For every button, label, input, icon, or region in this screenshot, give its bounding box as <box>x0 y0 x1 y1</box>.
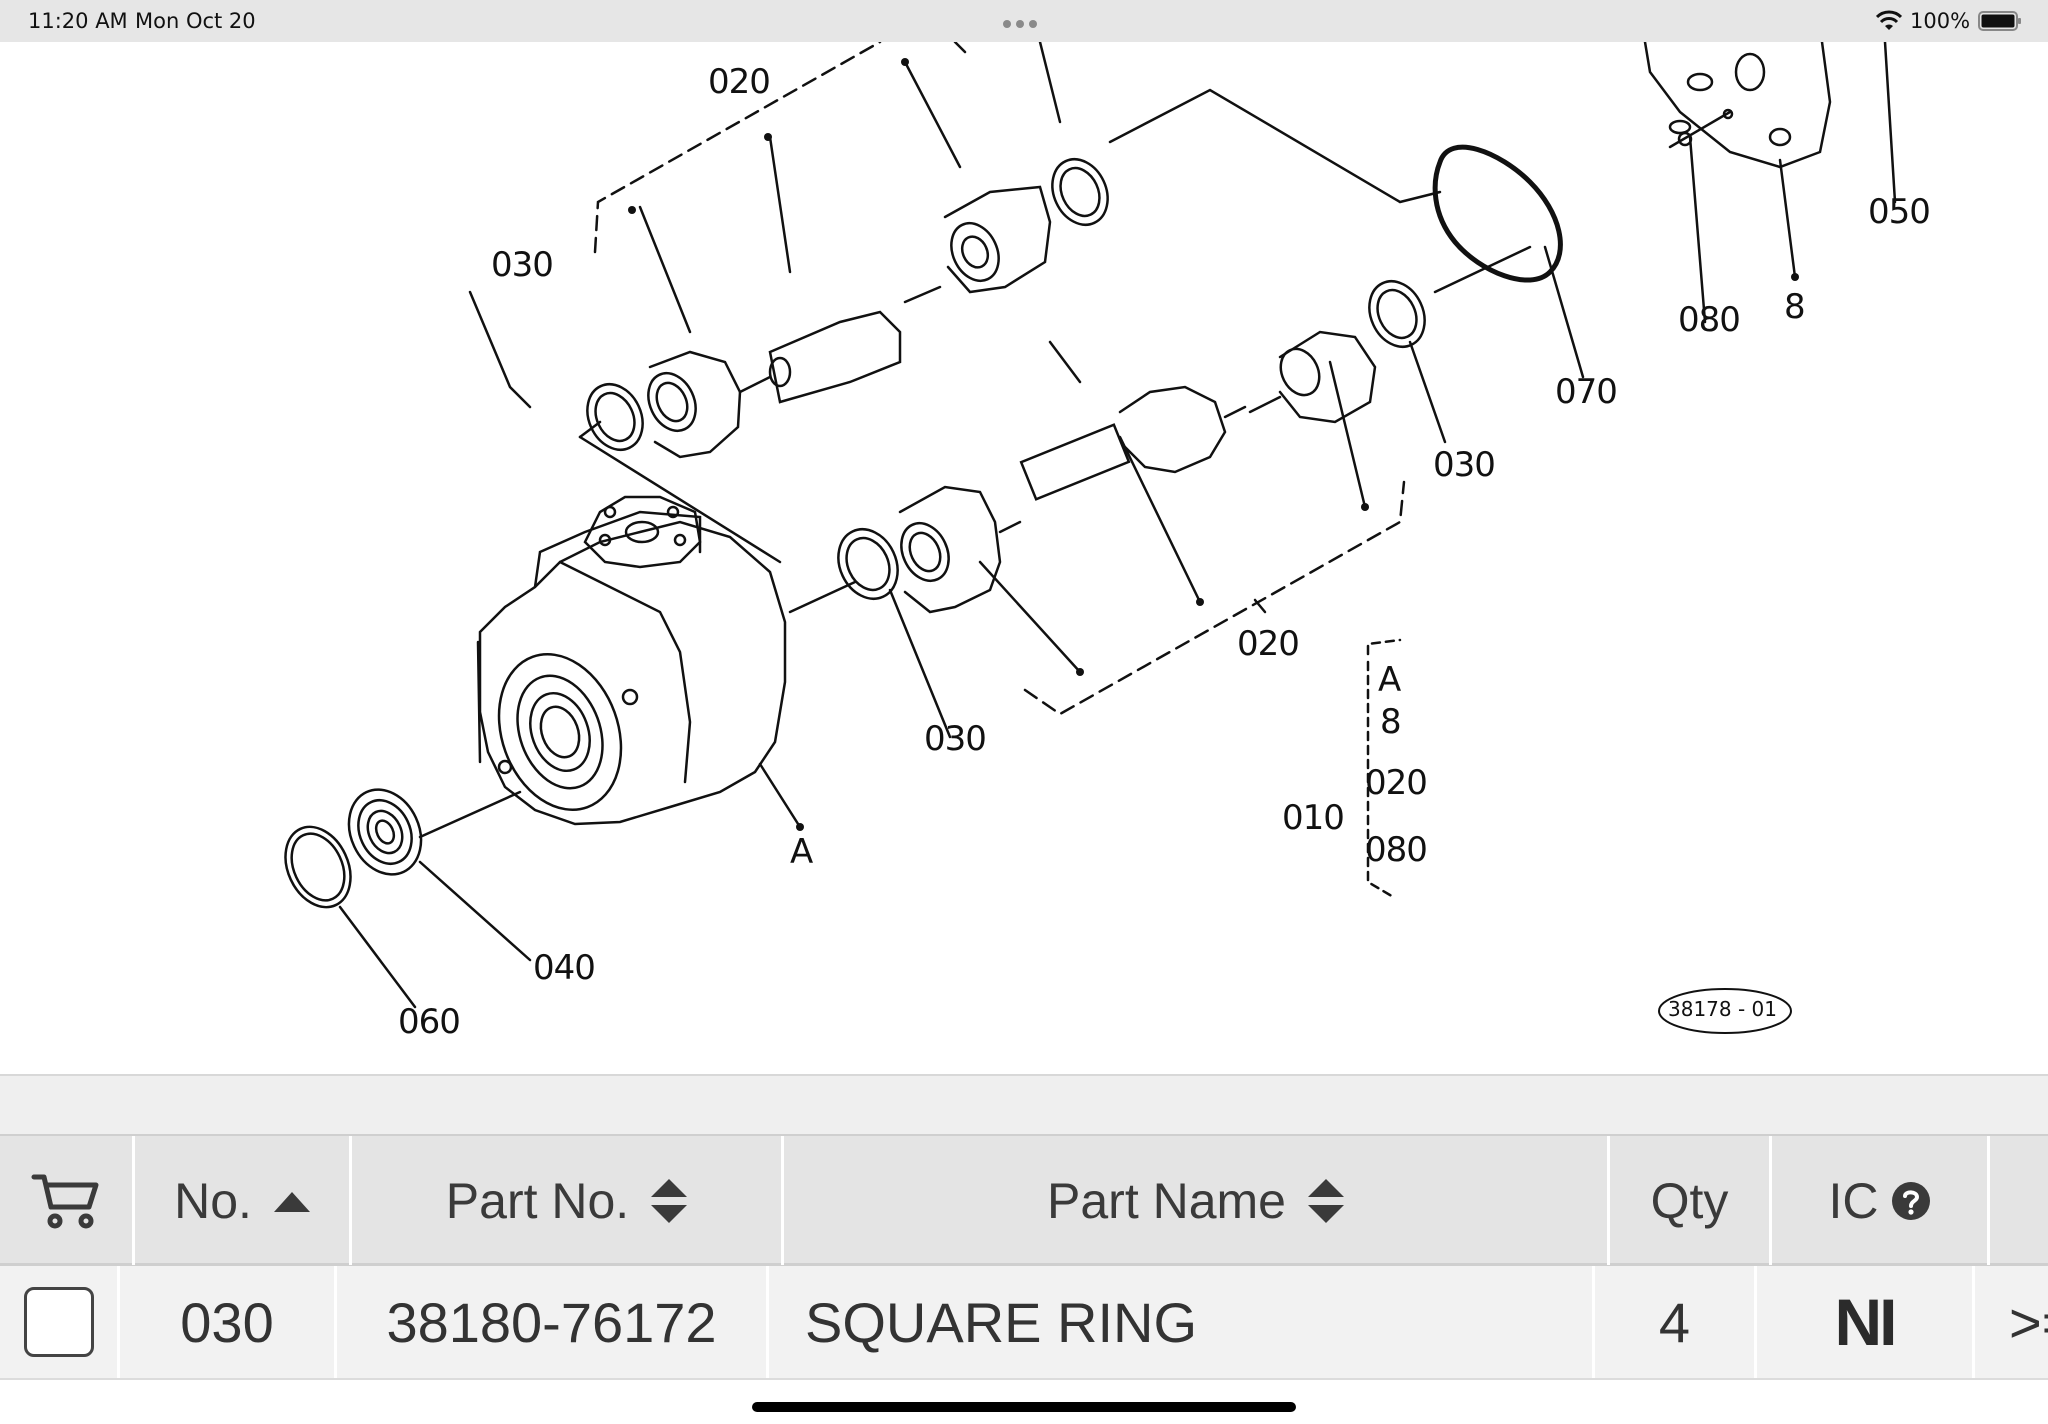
column-part-no[interactable]: Part No. <box>352 1136 784 1265</box>
callout-060[interactable]: 060 <box>398 1002 461 1042</box>
cell-part-no: 38180-76172 <box>337 1266 769 1378</box>
column-cart <box>0 1136 135 1265</box>
parts-table-header: No. Part No. Part Name Qty IC <box>0 1134 2048 1266</box>
column-qty: Qty <box>1610 1136 1772 1265</box>
callout-030-right[interactable]: 030 <box>1433 445 1496 485</box>
column-no-label: No. <box>174 1172 252 1229</box>
wifi-icon <box>1876 10 1902 30</box>
column-part-no-label: Part No. <box>445 1172 630 1229</box>
callout-040[interactable]: 040 <box>533 948 596 988</box>
column-ic: IC <box>1772 1136 1990 1265</box>
column-part-name[interactable]: Part Name <box>784 1136 1610 1265</box>
callout-020-group[interactable]: 020 <box>1365 763 1428 803</box>
cell-no: 030 <box>120 1266 337 1378</box>
callout-8-upper[interactable]: 8 <box>1784 287 1806 327</box>
home-indicator[interactable] <box>752 1402 1296 1412</box>
parts-drawing <box>284 42 1897 1034</box>
shopping-cart-icon <box>31 1174 99 1228</box>
callout-080-group[interactable]: 080 <box>1365 830 1428 870</box>
row-qty: 4 <box>1658 1290 1691 1354</box>
status-time: 11:20 AM <box>28 9 128 33</box>
battery-icon <box>1978 11 2021 31</box>
cell-ic: NI <box>1757 1266 1975 1378</box>
cell-qty: 4 <box>1595 1266 1757 1378</box>
column-no[interactable]: No. <box>135 1136 352 1265</box>
help-icon[interactable] <box>1891 1181 1931 1221</box>
callout-080-upper[interactable]: 080 <box>1678 300 1741 340</box>
row-no: 030 <box>180 1290 274 1354</box>
callout-8-group[interactable]: 8 <box>1380 702 1402 742</box>
callout-020-lower[interactable]: 020 <box>1237 624 1300 664</box>
image-code: 38178 - 01 <box>1668 997 1778 1021</box>
callout-A-group[interactable]: A <box>1378 660 1401 700</box>
callout-010[interactable]: 010 <box>1282 798 1345 838</box>
callout-030-lower[interactable]: 030 <box>924 719 987 759</box>
row-ic: NI <box>1834 1285 1898 1359</box>
battery-percent: 100% <box>1910 9 1971 33</box>
status-bar: 11:20 AM Mon Oct 20 100% <box>0 0 2048 42</box>
parts-diagram[interactable]: 020 030 050 080 8 070 030 020 030 A 8 02… <box>0 42 2048 1076</box>
cell-part-name: SQUARE RING <box>769 1266 1595 1378</box>
sort-icon[interactable] <box>651 1178 688 1223</box>
table-row[interactable]: 030 38180-76172 SQUARE RING 4 NI >= <box>0 1266 2048 1380</box>
callout-A-body[interactable]: A <box>790 832 813 872</box>
cell-more[interactable]: >= <box>1975 1266 2048 1378</box>
cell-checkbox <box>0 1266 120 1378</box>
callout-020-upper[interactable]: 020 <box>708 62 771 102</box>
row-part-no: 38180-76172 <box>386 1290 717 1354</box>
column-ic-label: IC <box>1828 1172 1879 1229</box>
sort-icon[interactable] <box>1307 1178 1344 1223</box>
callout-050[interactable]: 050 <box>1868 192 1931 232</box>
row-part-name: SQUARE RING <box>805 1290 1198 1354</box>
callout-030-upper-left[interactable]: 030 <box>491 245 554 285</box>
multitasking-dots-icon[interactable] <box>1003 15 1045 28</box>
column-qty-label: Qty <box>1650 1172 1729 1229</box>
status-date: Mon Oct 20 <box>135 9 256 33</box>
sort-ascending-icon[interactable] <box>273 1190 310 1212</box>
add-to-cart-checkbox[interactable] <box>23 1287 94 1357</box>
row-more[interactable]: >= <box>2009 1290 2048 1354</box>
column-more <box>1990 1136 2048 1265</box>
column-part-name-label: Part Name <box>1047 1172 1286 1229</box>
section-spacer <box>0 1076 2048 1134</box>
callout-070[interactable]: 070 <box>1555 372 1618 412</box>
